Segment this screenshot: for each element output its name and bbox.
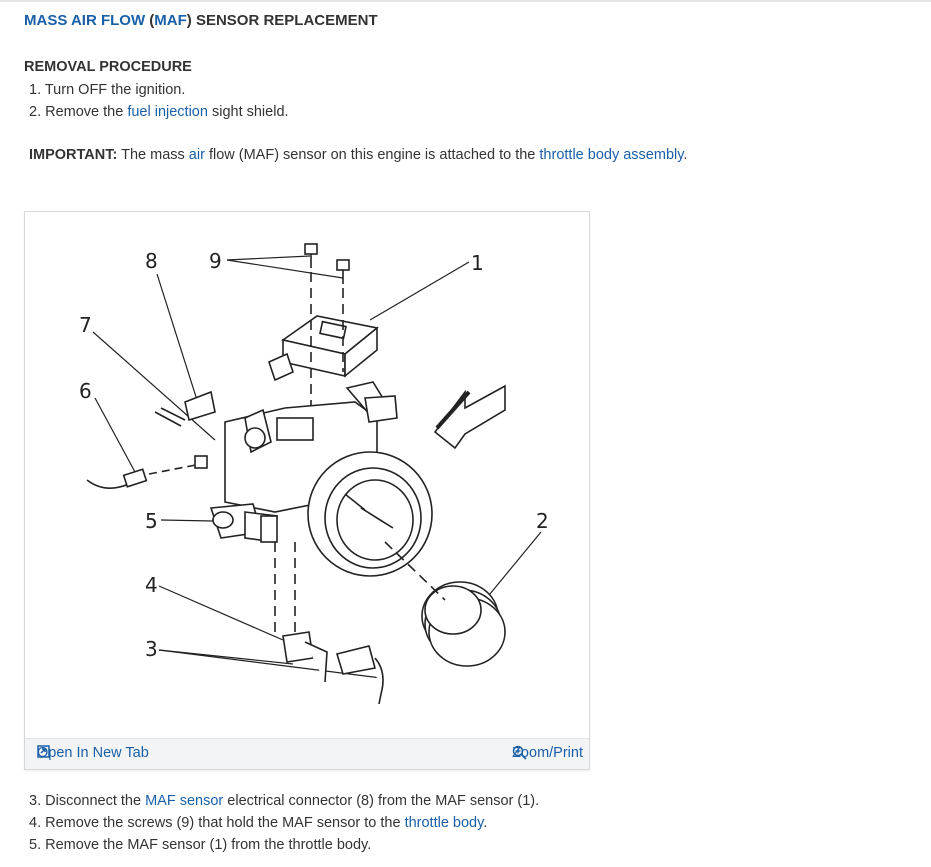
step-2-text: 2. Remove the [29, 104, 128, 120]
diagram-figure: 8 9 1 7 6 5 4 3 2 [24, 211, 590, 770]
leader-7 [92, 331, 216, 441]
maf-sensor-link[interactable]: MAF sensor [145, 793, 224, 809]
open-new-tab-link[interactable]: Open In New Tab [37, 745, 149, 761]
step-2-text-end: sight shield. [207, 104, 289, 120]
leader-1 [369, 261, 470, 321]
zoom-print-link[interactable]: Zoom/Print [512, 745, 583, 761]
fuel-injection-link[interactable]: fuel injection [127, 104, 208, 120]
callout-2: 2 [536, 509, 549, 533]
callout-4: 4 [145, 573, 158, 597]
title-rest: ) SENSOR REPLACEMENT [186, 12, 378, 29]
open-new-tab-icon [37, 745, 50, 758]
leader-9b [226, 259, 344, 279]
callout-5: 5 [145, 509, 158, 533]
step-4-text-end: . [483, 815, 488, 831]
callout-1: 1 [471, 251, 484, 275]
zoom-icon [512, 745, 527, 760]
throttle-body-drawing [86, 243, 506, 705]
title-link-maf[interactable]: MAF [154, 12, 187, 29]
callout-3: 3 [145, 637, 158, 661]
important-label: IMPORTANT: [29, 147, 118, 163]
step-3-text: 3. Disconnect the [29, 793, 146, 809]
leader-8 [156, 273, 198, 401]
leader-9a [226, 255, 311, 261]
important-text-mid: flow (MAF) sensor on this engine is atta… [204, 147, 540, 163]
open-new-tab-label: Open In New Tab [37, 745, 149, 761]
removal-procedure-heading: REMOVAL PROCEDURE [24, 59, 192, 75]
important-text-end: . [683, 147, 688, 163]
title-link-mass-air-flow[interactable]: MASS AIR FLOW [24, 12, 146, 29]
step-5: 5. Remove the MAF sensor (1) from the th… [29, 837, 372, 853]
callout-7: 7 [79, 313, 92, 337]
top-divider [0, 0, 931, 2]
maf-sensor-diagram: 8 9 1 7 6 5 4 3 2 [79, 243, 549, 705]
leader-2 [484, 531, 542, 601]
page-title: MASS AIR FLOW (MAF) SENSOR REPLACEMENT [24, 12, 378, 29]
callout-6: 6 [79, 379, 92, 403]
air-link[interactable]: air [188, 147, 205, 163]
callout-9: 9 [209, 249, 222, 273]
step-4-text: 4. Remove the screws (9) that hold the M… [29, 815, 405, 831]
leader-5 [160, 519, 214, 522]
step-3: 3. Disconnect the MAF sensor electrical … [29, 793, 539, 809]
important-text: The mass [117, 147, 189, 163]
step-4: 4. Remove the screws (9) that hold the M… [29, 815, 487, 831]
throttle-body-link[interactable]: throttle body [404, 815, 484, 831]
step-1: 1. Turn OFF the ignition. [29, 82, 186, 98]
figure-toolbar: Open In New Tab Zoom/Print [25, 738, 589, 769]
zoom-print-label: Zoom/Print [512, 745, 583, 761]
throttle-body-assembly-link[interactable]: throttle body assembly [539, 147, 684, 163]
leader-4 [158, 585, 284, 641]
title-paren: ( [145, 12, 155, 29]
leader-6 [94, 397, 136, 473]
important-note: IMPORTANT: The mass air flow (MAF) senso… [29, 147, 687, 163]
step-3-text-end: electrical connector (8) from the MAF se… [223, 793, 540, 809]
step-2: 2. Remove the fuel injection sight shiel… [29, 104, 289, 120]
callout-8: 8 [145, 249, 158, 273]
